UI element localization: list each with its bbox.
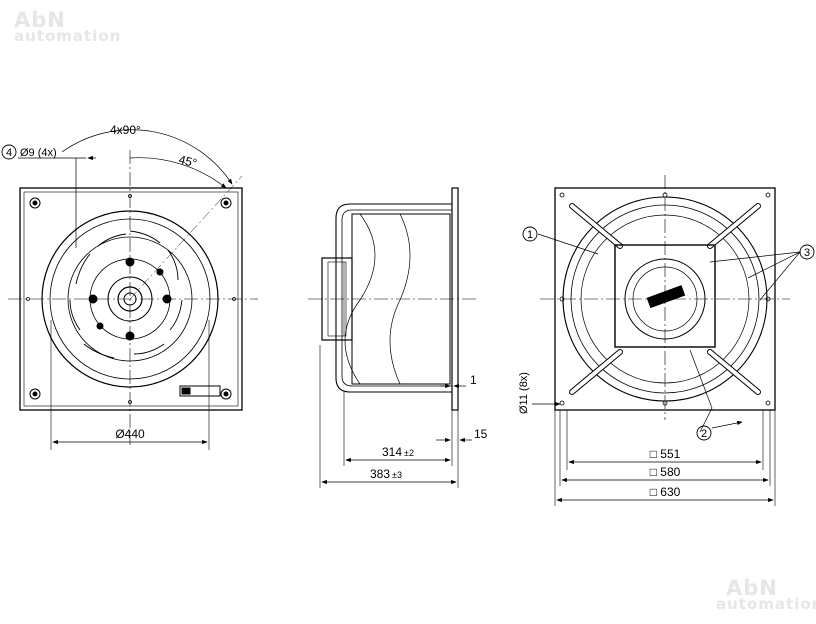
- balloon-1: [522, 226, 538, 242]
- balloon-3-label: 3: [804, 247, 810, 259]
- dim-580-label: □ 580: [650, 465, 681, 479]
- rear-hole-label: Ø11 (8x): [518, 372, 530, 414]
- dim-383-label: 383: [370, 467, 390, 481]
- front-view: [8, 129, 258, 450]
- balloon-3: [799, 244, 815, 260]
- dim-15-label: 15: [474, 427, 488, 441]
- dim-314-label: 314: [382, 445, 402, 459]
- front-hole-label: Ø9 (4x): [20, 147, 57, 159]
- dim-314-tol: ±2: [404, 448, 414, 458]
- balloon-2-label: 2: [701, 428, 707, 440]
- balloon-2: [696, 425, 712, 441]
- balloon-4: [1, 144, 17, 160]
- balloon-1-label: 1: [527, 229, 533, 241]
- angle-spacing-label: 4x90°: [110, 123, 141, 137]
- watermark-bottom-right: AbN automation: [716, 576, 816, 613]
- rear-view: [532, 175, 801, 506]
- dim-383-tol: ±3: [392, 470, 402, 480]
- angle-offset-label: 45°: [177, 152, 198, 170]
- dim-1-label: 1: [470, 373, 477, 387]
- dim-630-label: □ 630: [650, 485, 681, 499]
- side-view: [308, 187, 476, 488]
- dim-551-label: □ 551: [650, 447, 681, 461]
- balloon-4-label: 4: [6, 147, 12, 159]
- dim-440-label: Ø440: [115, 427, 145, 441]
- watermark-top-left: AbN automation: [14, 8, 122, 45]
